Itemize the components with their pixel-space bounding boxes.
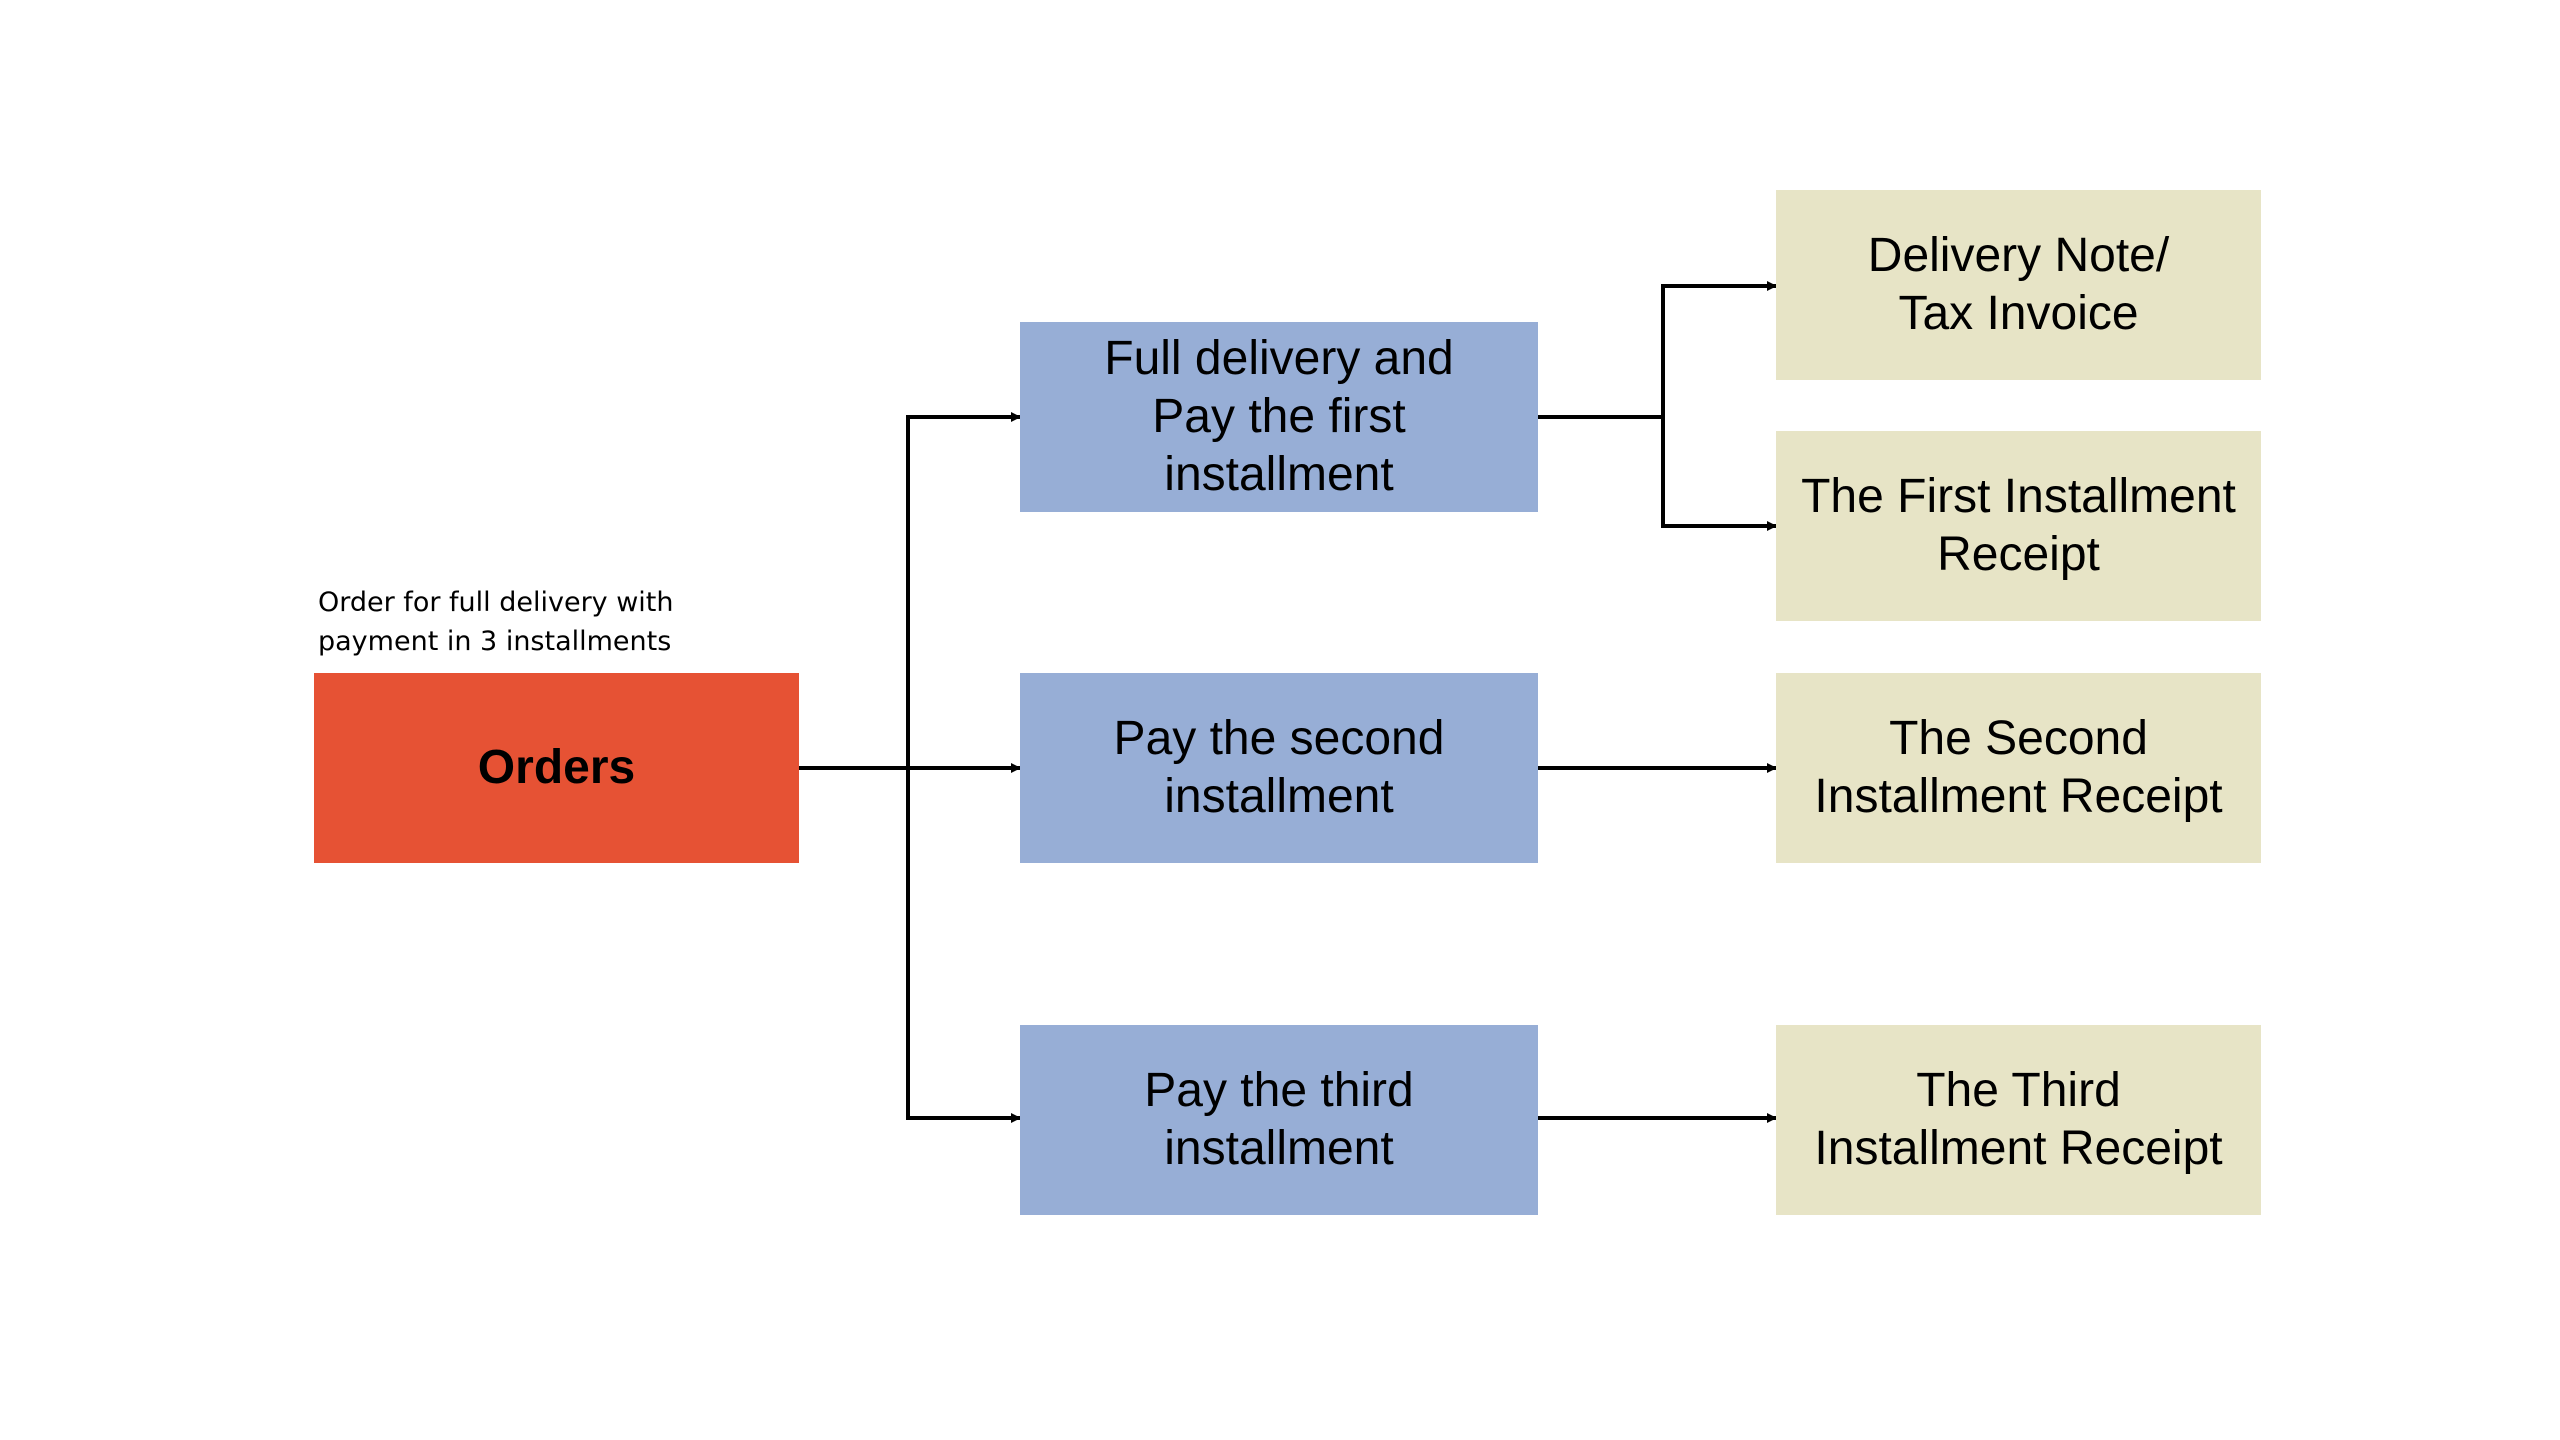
order-description-note: Order for full delivery with payment in … — [318, 583, 738, 661]
step-2-line-1: Pay the second — [1113, 712, 1445, 765]
step-3-line-2: installment — [1164, 1122, 1394, 1175]
doc-1-line-1: Delivery Note/ — [1867, 229, 2170, 282]
step-2-line-2: installment — [1164, 770, 1394, 823]
step-third-installment: Pay the third installment — [1020, 1025, 1538, 1215]
step-1-line-2: Pay the first — [1152, 390, 1406, 443]
document-first-installment-receipt: The First Installment Receipt — [1776, 431, 2261, 621]
note-line-2: payment in 3 installments — [318, 626, 672, 657]
doc-3-line-1: The Second — [1889, 712, 2148, 765]
step-1-line-3: installment — [1164, 448, 1394, 501]
step-full-delivery-first-installment: Full delivery and Pay the first installm… — [1020, 322, 1538, 512]
note-line-1: Order for full delivery with — [318, 587, 674, 618]
step-second-installment: Pay the second installment — [1020, 673, 1538, 863]
document-third-installment-receipt: The Third Installment Receipt — [1776, 1025, 2261, 1215]
step-3-line-1: Pay the third — [1144, 1064, 1414, 1117]
orders-box: Orders — [314, 673, 799, 863]
document-delivery-note-tax-invoice: Delivery Note/ Tax Invoice — [1776, 190, 2261, 380]
document-second-installment-receipt: The Second Installment Receipt — [1776, 673, 2261, 863]
doc-3-line-2: Installment Receipt — [1814, 770, 2223, 823]
doc-2-line-2: Receipt — [1937, 528, 2100, 581]
doc-4-line-2: Installment Receipt — [1814, 1122, 2223, 1175]
orders-label: Orders — [477, 741, 636, 794]
doc-1-line-2: Tax Invoice — [1898, 287, 2139, 340]
doc-2-line-1: The First Installment — [1801, 470, 2236, 523]
doc-4-line-1: The Third — [1916, 1064, 2121, 1117]
step-1-line-1: Full delivery and — [1104, 332, 1454, 385]
